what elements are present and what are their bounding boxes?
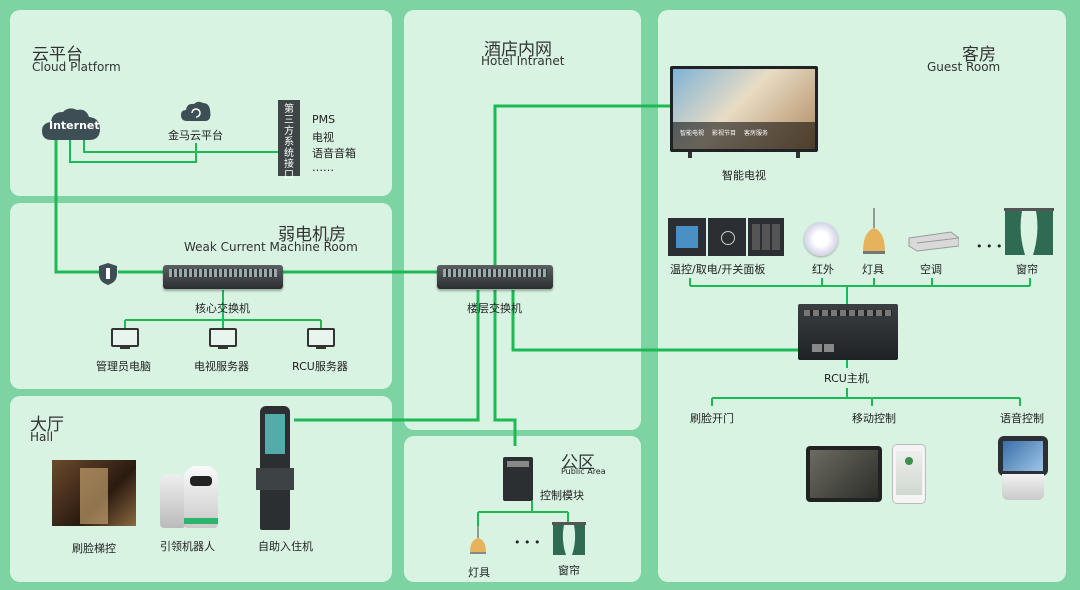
public-curtain-label: 窗帘 [558, 564, 580, 577]
tv-screen-item-3: 客房服务 [744, 130, 769, 137]
intranet-title-en: Hotel Intranet [481, 54, 565, 68]
cloud-title-en: Cloud Platform [32, 60, 121, 74]
voice-speaker-image [996, 436, 1052, 502]
public-ellipsis: • • • [514, 536, 541, 549]
machine-room-panel [10, 203, 392, 389]
firewall-shield-icon [98, 262, 118, 286]
third-item-speaker: 语音音箱 [312, 147, 356, 160]
lamp-icon [860, 208, 888, 256]
guide-robot-image [158, 464, 220, 532]
floor-switch [437, 265, 553, 289]
public-title-en: Public Area [561, 467, 606, 476]
self-checkin-kiosk-image [256, 406, 294, 532]
jinma-cloud-icon [180, 100, 212, 122]
public-lamp-icon [466, 526, 490, 556]
smart-tv-label: 智能电视 [722, 169, 766, 182]
floor-switch-label: 楼层交换机 [467, 302, 522, 315]
cloud-title-zh: 云平台 [32, 45, 83, 65]
tv-screen-item-1: 智能电视 [680, 130, 705, 137]
control-module-label: 控制模块 [540, 489, 584, 502]
third-item-more: …… [312, 161, 334, 174]
tv-screen-item-2: 影视节目 [712, 130, 737, 137]
core-switch-label: 核心交换机 [195, 302, 250, 315]
public-lamp-label: 灯具 [468, 566, 490, 579]
intranet-panel [404, 10, 641, 430]
smart-tv-image: 智能电视 影视节目 客房服务 [670, 66, 818, 160]
guest-title-zh: 客房 [962, 45, 996, 65]
guest-title-en: Guest Room [927, 60, 1001, 74]
core-switch [163, 265, 283, 289]
third-item-tv: 电视 [312, 131, 334, 144]
third-item-pms: PMS [312, 113, 336, 126]
curtain-icon [1004, 208, 1054, 256]
tv-server-icon [209, 328, 237, 350]
face-door-label: 刷脸开门 [690, 412, 734, 425]
third-party-box [278, 100, 300, 176]
elevator-lobby-image [52, 460, 136, 526]
rcu-server-icon [307, 328, 335, 350]
lamp-label: 灯具 [862, 263, 884, 276]
switch-panels-label: 温控/取电/开关面板 [670, 263, 766, 276]
tv-server-label: 电视服务器 [194, 360, 249, 373]
public-title-zh: 公区 [561, 453, 595, 473]
curtain-label: 窗帘 [1016, 263, 1038, 276]
phone-image [892, 444, 926, 504]
hall-title-zh: 大厅 [30, 415, 64, 435]
internet-cloud-icon: Internet [40, 104, 102, 142]
control-module-icon [503, 457, 533, 501]
jinma-label: 金马云平台 [168, 129, 223, 142]
rcu-host-image [798, 304, 898, 360]
rcu-server-label: RCU服务器 [292, 360, 348, 373]
line-floor-tv [493, 104, 670, 265]
weak-title-zh: 弱电机房 [278, 225, 346, 245]
admin-pc-label: 管理员电脑 [96, 360, 151, 373]
face-elevator-label: 刷脸梯控 [72, 542, 116, 555]
tablet-image [806, 446, 882, 502]
switch-panels-image [668, 218, 784, 256]
guest-ellipsis: • • • [976, 240, 1003, 253]
infrared-label: 红外 [812, 263, 834, 276]
mobile-control-label: 移动控制 [852, 412, 896, 425]
guide-robot-label: 引领机器人 [160, 540, 215, 553]
infrared-sensor-icon [804, 222, 838, 256]
rcu-host-label: RCU主机 [824, 372, 869, 385]
intranet-title-zh: 酒店内网 [484, 40, 552, 60]
voice-control-label: 语音控制 [1000, 412, 1044, 425]
air-conditioner-label: 空调 [920, 263, 942, 276]
air-conditioner-icon [907, 230, 960, 252]
line-internet-core [54, 140, 100, 274]
admin-pc-icon [111, 328, 139, 350]
line-floor-rcu [511, 290, 798, 352]
weak-title-en: Weak Current Machine Room [184, 240, 358, 254]
line-floor-kiosk [294, 290, 480, 422]
third-party-label: 第三方系统接口 [284, 104, 294, 181]
hall-title-en: Hall [30, 430, 54, 444]
self-checkin-label: 自助入住机 [258, 540, 313, 553]
internet-label: Internet [49, 119, 100, 132]
public-curtain-icon [552, 522, 586, 556]
line-floor-public [493, 290, 517, 446]
